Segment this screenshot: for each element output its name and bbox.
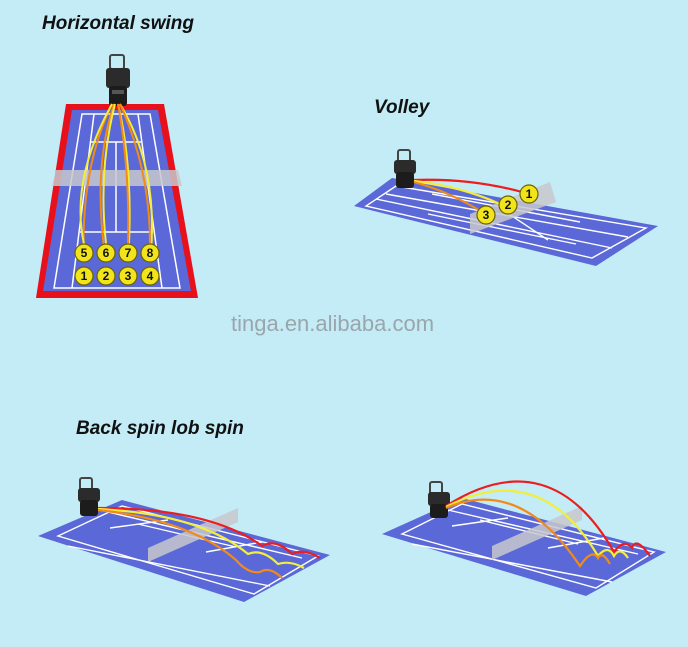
ball-machine [106,54,130,106]
volley-ball-1: 1 [519,184,539,204]
svg-text:5: 5 [81,246,88,260]
backspin-trajectories [97,506,321,579]
lob-spin-diagram [382,480,666,596]
court [382,498,666,596]
svg-text:1: 1 [81,269,88,283]
net [148,508,238,562]
volley-trajectories [413,178,523,213]
lob-trajectories [445,480,651,568]
title-volley: Volley [374,97,430,118]
watermark: tinga.en.alibaba.com [231,311,435,336]
ball-6: 6 [96,243,116,263]
volley-ball-2: 2 [498,195,518,215]
ball-4: 4 [140,266,160,286]
back-spin-diagram [38,477,330,602]
horizontal-trajectories [79,103,153,263]
ball-1: 1 [74,266,94,286]
title-horizontal-swing: Horizontal swing [42,13,194,34]
volley-diagram: 1 2 3 [354,149,658,266]
svg-text:3: 3 [125,269,132,283]
svg-text:1: 1 [526,187,533,201]
ball-8: 8 [140,243,160,263]
horizontal-swing-diagram: 5 6 7 8 1 2 3 4 [36,54,198,298]
net [492,506,582,560]
title-spin: Back spin lob spin [76,418,244,439]
ball-5: 5 [74,243,94,263]
svg-text:7: 7 [125,246,132,260]
ball-7: 7 [118,243,138,263]
court [354,178,658,266]
ball-machine [394,149,416,188]
svg-text:2: 2 [505,198,512,212]
ball-machine [78,477,100,516]
svg-text:8: 8 [147,246,154,260]
svg-text:2: 2 [103,269,110,283]
svg-text:4: 4 [147,269,154,283]
volley-ball-3: 3 [476,205,496,225]
court [38,500,330,602]
net [52,170,182,186]
svg-text:3: 3 [483,208,490,222]
ball-2: 2 [96,266,116,286]
ball-3: 3 [118,266,138,286]
ball-machine [428,481,450,518]
svg-text:6: 6 [103,246,110,260]
